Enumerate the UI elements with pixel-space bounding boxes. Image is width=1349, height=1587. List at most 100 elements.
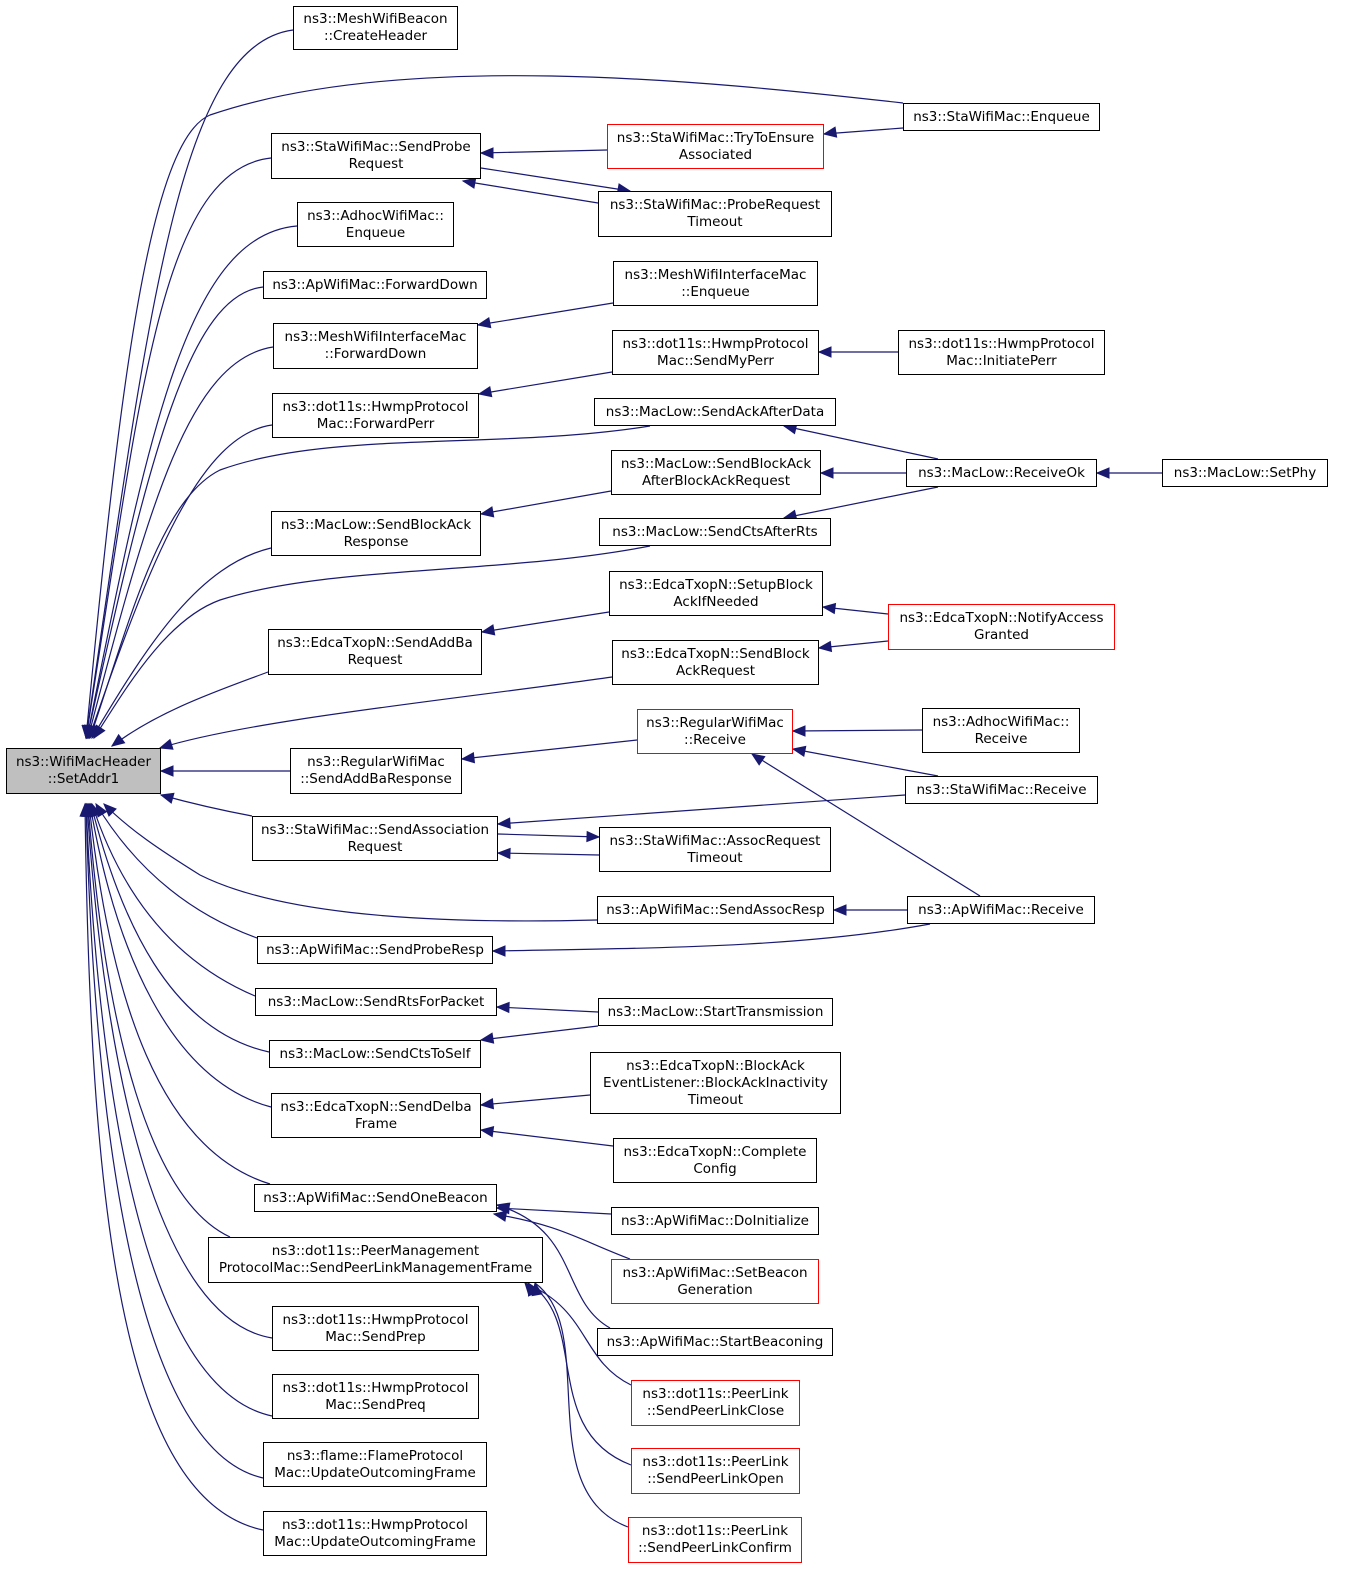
node-peer-link-open[interactable]: ns3::dot11s::PeerLink ::SendPeerLinkOpen bbox=[631, 1448, 800, 1494]
node-peer-link-close[interactable]: ns3::dot11s::PeerLink ::SendPeerLinkClos… bbox=[631, 1380, 800, 1426]
arrowhead bbox=[531, 1281, 543, 1297]
node-sta-try-assoc[interactable]: ns3::StaWifiMac::TryToEnsure Associated bbox=[607, 124, 824, 169]
arrowhead bbox=[750, 753, 766, 766]
node-peer-link-confirm[interactable]: ns3::dot11s::PeerLink ::SendPeerLinkConf… bbox=[628, 1517, 802, 1563]
node-sta-receive[interactable]: ns3::StaWifiMac::Receive bbox=[905, 776, 1098, 804]
edge-maclow_cts_to_self-to-root bbox=[88, 802, 270, 1053]
node-ap-send-assoc-resp[interactable]: ns3::ApWifiMac::SendAssocResp bbox=[597, 896, 834, 924]
arrowhead bbox=[93, 724, 106, 740]
arrowhead bbox=[476, 316, 492, 329]
node-peer-mgmt-send[interactable]: ns3::dot11s::PeerManagement ProtocolMac:… bbox=[208, 1237, 543, 1283]
arrowhead bbox=[479, 147, 494, 159]
node-maclow-cts-to-self[interactable]: ns3::MacLow::SendCtsToSelf bbox=[269, 1040, 481, 1068]
node-edca-blockack-inactivity[interactable]: ns3::EdcaTxopN::BlockAck EventListener::… bbox=[590, 1052, 841, 1114]
edge-maclow_start_tx-to-maclow_rts_for_packet bbox=[495, 1001, 599, 1014]
edge-sta_send_probe-to-root bbox=[82, 157, 272, 740]
node-hwmp-send-my-perr[interactable]: ns3::dot11s::HwmpProtocol Mac::SendMyPer… bbox=[612, 330, 819, 375]
node-hwmp-update[interactable]: ns3::dot11s::HwmpProtocol Mac::UpdateOut… bbox=[263, 1511, 487, 1556]
node-ap-send-one-beacon[interactable]: ns3::ApWifiMac::SendOneBeacon bbox=[254, 1184, 497, 1212]
edge-sta_probe_timeout-to-sta_send_probe bbox=[461, 177, 599, 204]
edge-edca_setup_block-to-edca_send_addba bbox=[480, 611, 610, 636]
arrowhead bbox=[480, 624, 496, 636]
arrowhead bbox=[821, 602, 837, 615]
node-mesh-beacon-create[interactable]: ns3::MeshWifiBeacon ::CreateHeader bbox=[293, 6, 458, 50]
node-maclow-receive-ok[interactable]: ns3::MacLow::ReceiveOk bbox=[906, 459, 1097, 487]
edge-sta_try_assoc-to-sta_send_probe bbox=[479, 147, 608, 159]
edge-maclow_set_phy-to-maclow_receive_ok bbox=[1095, 467, 1162, 479]
node-adhoc-enqueue[interactable]: ns3::AdhocWifiMac:: Enqueue bbox=[297, 202, 454, 247]
node-mesh-iface-enqueue[interactable]: ns3::MeshWifiInterfaceMac ::Enqueue bbox=[613, 261, 818, 306]
edge-ap_receive-to-ap_send_probe_resp bbox=[491, 923, 931, 957]
node-sta-send-probe[interactable]: ns3::StaWifiMac::SendProbe Request bbox=[271, 133, 481, 179]
node-ap-start-beaconing[interactable]: ns3::ApWifiMac::StartBeaconing bbox=[597, 1328, 833, 1356]
edge-maclow_ack_after_data-to-root bbox=[88, 425, 651, 740]
node-edca-send-addba[interactable]: ns3::EdcaTxopN::SendAddBa Request bbox=[268, 629, 482, 675]
edge-edca_blockack_inactivity-to-edca_send_delba bbox=[479, 1094, 591, 1110]
arrowhead bbox=[817, 640, 833, 653]
arrowhead bbox=[495, 1001, 510, 1014]
node-sta-assoc-timeout[interactable]: ns3::StaWifiMac::AssocRequest Timeout bbox=[599, 827, 831, 872]
node-adhoc-receive[interactable]: ns3::AdhocWifiMac:: Receive bbox=[922, 708, 1080, 753]
node-maclow-blockack-response[interactable]: ns3::MacLow::SendBlockAck Response bbox=[271, 511, 481, 556]
node-edca-notify-access[interactable]: ns3::EdcaTxopN::NotifyAccess Granted bbox=[888, 604, 1115, 650]
arrowhead bbox=[479, 506, 495, 518]
arrowhead bbox=[832, 904, 847, 916]
arrowhead bbox=[496, 817, 511, 829]
node-edca-send-delba[interactable]: ns3::EdcaTxopN::SendDelba Frame bbox=[271, 1093, 481, 1138]
edge-regular_receive-to-regular_addba_resp bbox=[460, 739, 638, 764]
node-ap-forward-down[interactable]: ns3::ApWifiMac::ForwardDown bbox=[263, 271, 487, 299]
arrowhead bbox=[817, 346, 832, 358]
node-hwmp-forward-perr[interactable]: ns3::dot11s::HwmpProtocol Mac::ForwardPe… bbox=[272, 393, 479, 438]
edge-sta_send_assoc-to-root bbox=[159, 792, 253, 817]
arrowhead bbox=[477, 385, 493, 398]
node-ap-do-initialize[interactable]: ns3::ApWifiMac::DoInitialize bbox=[611, 1207, 819, 1235]
arrowhead bbox=[479, 1032, 495, 1044]
node-regular-receive[interactable]: ns3::RegularWifiMac ::Receive bbox=[637, 709, 793, 754]
node-flame-update[interactable]: ns3::flame::FlameProtocol Mac::UpdateOut… bbox=[263, 1442, 487, 1487]
edge-mesh_iface_enqueue-to-mesh_iface_forward bbox=[476, 302, 614, 329]
node-maclow-ack-after-data[interactable]: ns3::MacLow::SendAckAfterData bbox=[594, 398, 836, 426]
node-sta-send-assoc[interactable]: ns3::StaWifiMac::SendAssociation Request bbox=[252, 816, 498, 861]
edge-peer_link_open-to-peer_mgmt_send bbox=[527, 1281, 632, 1466]
node-hwmp-send-preq[interactable]: ns3::dot11s::HwmpProtocol Mac::SendPreq bbox=[272, 1374, 479, 1419]
edge-hwmp_initiate_perr-to-hwmp_send_my_perr bbox=[817, 346, 898, 358]
node-hwmp-send-prep[interactable]: ns3::dot11s::HwmpProtocol Mac::SendPrep bbox=[272, 1306, 479, 1351]
node-ap-send-probe-resp[interactable]: ns3::ApWifiMac::SendProbeResp bbox=[257, 936, 493, 964]
arrowhead bbox=[496, 847, 511, 860]
node-edca-complete-config[interactable]: ns3::EdcaTxopN::Complete Config bbox=[613, 1138, 817, 1183]
node-sta-enqueue[interactable]: ns3::StaWifiMac::Enqueue bbox=[903, 103, 1100, 131]
node-edca-setup-block[interactable]: ns3::EdcaTxopN::SetupBlock AckIfNeeded bbox=[609, 571, 823, 616]
node-mesh-iface-forward[interactable]: ns3::MeshWifiInterfaceMac ::ForwardDown bbox=[273, 323, 478, 369]
node-ap-receive[interactable]: ns3::ApWifiMac::Receive bbox=[907, 896, 1095, 924]
node-maclow-start-tx[interactable]: ns3::MacLow::StartTransmission bbox=[598, 998, 833, 1026]
node-maclow-set-phy[interactable]: ns3::MacLow::SetPhy bbox=[1162, 459, 1328, 487]
arrowhead bbox=[822, 126, 838, 138]
node-maclow-rts-for-packet[interactable]: ns3::MacLow::SendRtsForPacket bbox=[255, 988, 497, 1016]
edge-ap_receive-to-regular_receive bbox=[750, 753, 981, 897]
edge-peer_mgmt_send-to-root bbox=[83, 802, 231, 1238]
arrowhead bbox=[495, 1202, 511, 1214]
edge-ap_receive-to-ap_send_assoc_resp bbox=[832, 904, 907, 916]
arrowhead bbox=[460, 751, 476, 764]
edge-ap_set_beacon_gen-to-ap_send_one_beacon bbox=[492, 1210, 631, 1260]
arrowhead bbox=[159, 765, 174, 777]
edge-adhoc_receive-to-regular_receive bbox=[791, 725, 923, 737]
edge-sta_assoc_timeout-to-sta_send_assoc bbox=[496, 847, 600, 860]
node-maclow-cts-after-rts[interactable]: ns3::MacLow::SendCtsAfterRts bbox=[599, 518, 831, 546]
node-edca-send-block-req[interactable]: ns3::EdcaTxopN::SendBlock AckRequest bbox=[612, 640, 819, 685]
edge-edca_send_delba-to-root bbox=[86, 802, 272, 1108]
node-regular-addba-resp[interactable]: ns3::RegularWifiMac ::SendAddBaResponse bbox=[290, 748, 462, 794]
edge-ap_send_probe_resp-to-root bbox=[95, 802, 258, 939]
edge-ap_start_beaconing-to-ap_send_one_beacon bbox=[495, 1202, 611, 1329]
arrowhead bbox=[492, 1210, 508, 1222]
arrowhead bbox=[79, 802, 91, 817]
arrowhead bbox=[461, 177, 477, 189]
arrowhead bbox=[491, 945, 506, 957]
node-hwmp-initiate-perr[interactable]: ns3::dot11s::HwmpProtocol Mac::InitiateP… bbox=[898, 330, 1105, 375]
edge-edca_send_block_req-to-root bbox=[158, 676, 613, 750]
node-maclow-blockack-after-req[interactable]: ns3::MacLow::SendBlockAck AfterBlockAckR… bbox=[611, 450, 821, 495]
node-sta-probe-timeout[interactable]: ns3::StaWifiMac::ProbeRequest Timeout bbox=[598, 191, 832, 237]
node-ap-set-beacon-gen[interactable]: ns3::ApWifiMac::SetBeacon Generation bbox=[611, 1259, 819, 1304]
